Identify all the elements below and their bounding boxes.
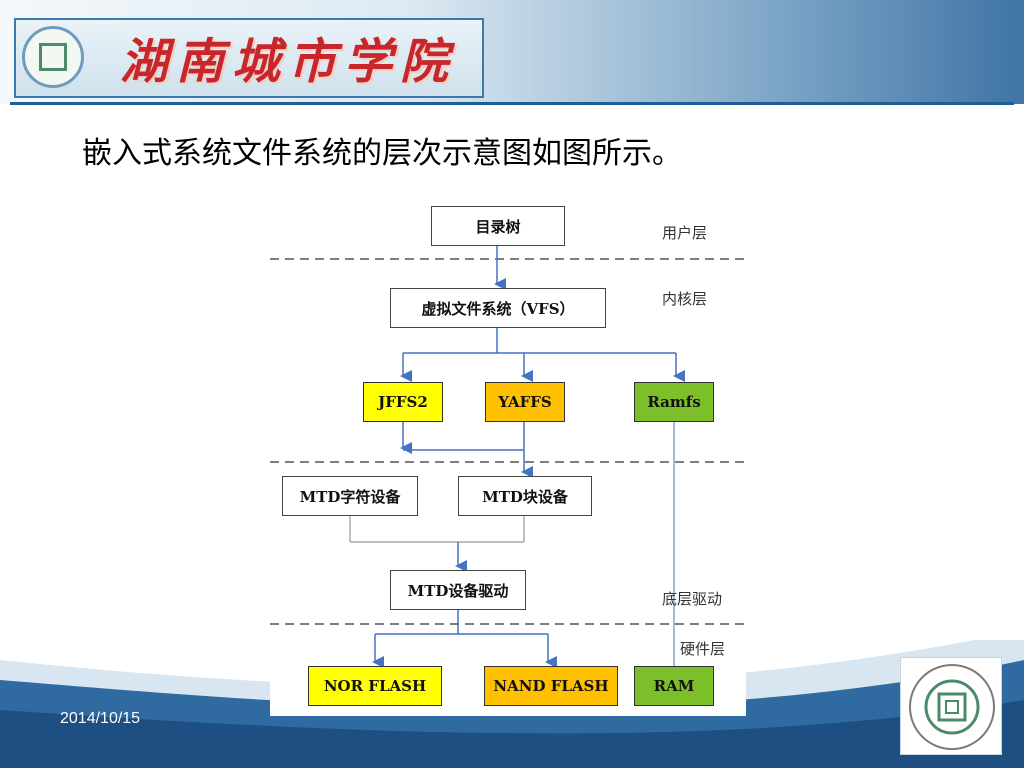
box-mtd-char-device: MTD字符设备 xyxy=(282,476,418,516)
label-user-layer: 用户层 xyxy=(662,224,708,242)
slide-title: 嵌入式系统文件系统的层次示意图如图所示。 xyxy=(82,136,682,171)
box-mtd-block-device: MTD块设备 xyxy=(458,476,592,516)
university-seal-icon xyxy=(900,657,1002,755)
slide-date: 2014/10/15 xyxy=(60,710,141,727)
box-nand-flash: NAND FLASH xyxy=(484,666,618,706)
box-ram: RAM xyxy=(634,666,714,706)
box-yaffs: YAFFS xyxy=(485,382,565,422)
box-vfs: 虚拟文件系统（VFS） xyxy=(390,288,606,328)
label-kernel-layer: 内核层 xyxy=(662,290,708,308)
box-mtd-driver: MTD设备驱动 xyxy=(390,570,526,610)
label-hardware-layer: 硬件层 xyxy=(680,640,726,658)
filesystem-layer-diagram: 目录树 虚拟文件系统（VFS） JFFS2 YAFFS Ramfs MTD字符设… xyxy=(270,196,746,716)
school-name-logo: 湖南城市学院 xyxy=(120,34,457,90)
box-jffs2: JFFS2 xyxy=(363,382,443,422)
diagram-connectors xyxy=(270,246,746,678)
box-nor-flash: NOR FLASH xyxy=(308,666,442,706)
label-driver-layer: 底层驱动 xyxy=(662,590,723,608)
box-directory-tree: 目录树 xyxy=(431,206,565,246)
school-logo-banner xyxy=(14,18,484,98)
school-emblem-icon xyxy=(22,26,84,88)
box-ramfs: Ramfs xyxy=(634,382,714,422)
header-divider xyxy=(10,102,1014,105)
